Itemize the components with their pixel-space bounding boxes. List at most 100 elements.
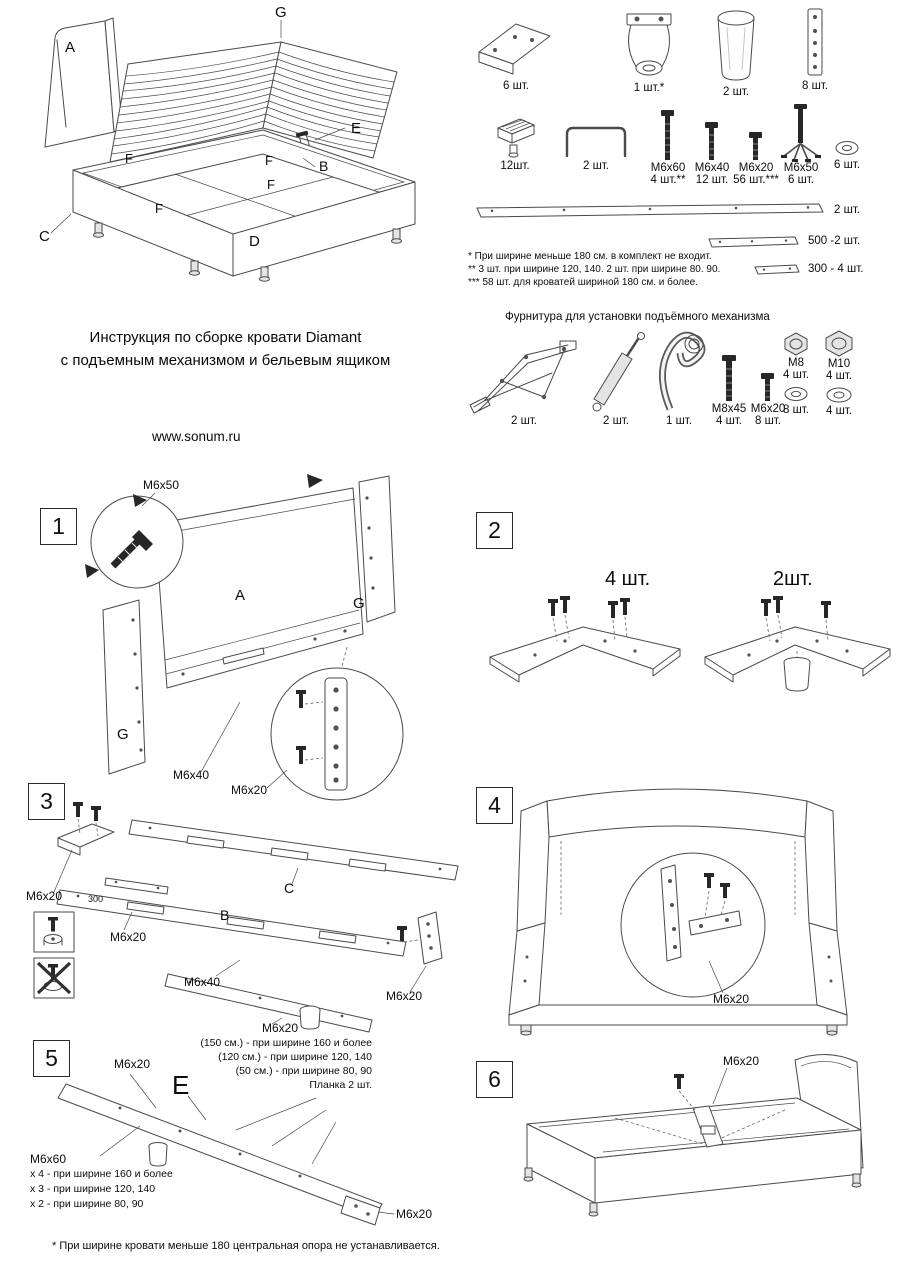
step1-m6x40-label: M6x40 [173,768,209,782]
step5-length-notes: (150 см.) - при ширине 160 и более (120 … [192,1036,372,1092]
part-bolt-m6x50: M6x50 6 шт. [778,104,824,186]
step3-b-label: B [220,907,229,923]
step3-m6x20-right-leader [409,965,427,993]
part-rail-500 [706,234,801,250]
hw-mechanism-qty: 2 шт. [510,415,537,427]
step4-m6x20-label: M6x20 [713,992,749,1006]
step5-drawing: M6x20 E M6x20 [57,1057,432,1226]
step3-m6x20-right-label: M6x20 [386,989,422,1003]
cylinder-leg-icon [717,10,755,81]
washer-m10-icon [826,387,852,403]
step6-bolts [674,1074,696,1111]
step1-m6x20-leader [266,769,288,789]
storage-box [72,129,416,277]
step3-300-label: 300 [88,894,103,904]
rail-500-icon [708,236,799,248]
parts-footnotes: * При ширине меньше 180 см. в комплект н… [468,250,778,289]
part-bolt-m6x40: M6x40 12 шт. [690,120,734,186]
part-rail-500-qty: 500 -2 шт. [808,235,861,247]
u-bracket-icon [565,126,627,158]
hw-strap-qty: 1 шт. [665,415,692,427]
nut-m10-icon [825,330,853,357]
hw-nut-m8-col: M8 4 шт. 8 шт. [778,331,814,416]
step6-legs [523,1167,862,1217]
step5-len-leader-2 [271,1109,327,1147]
step3-drawing: M6x20 300 M6x20 B C M6x40 M6x20 M6x20 [26,802,459,1035]
part-hinge-bracket: 1 шт.* [618,10,680,94]
step1-number: 1 [40,508,77,545]
step1-m6x50-leader [141,492,156,507]
hw-mechanism: 2 шт. [468,329,580,427]
step5-m6x20-top-leader [129,1073,157,1109]
step5-len-leader-1 [235,1097,317,1131]
page-title: Инструкция по сборке кровати Diamant с п… [28,326,423,372]
hw-nut-m10-col: M10 4 шт. 4 шт. [820,329,858,417]
step6-number: 6 [476,1061,513,1098]
part-bolt-m6x50-qty: 6 шт. [787,174,814,186]
step5-m6x20-top-label: M6x20 [114,1057,150,1071]
part-flat-plate: 8 шт. [798,6,832,92]
step5-m6x60-leader [99,1125,141,1157]
step2-number: 2 [476,512,513,549]
step5-note-120: (120 см.) - при ширине 120, 140 [218,1051,372,1063]
part-rail-300-qty: 300 - 4 шт. [808,263,864,275]
overview-label-e: E [351,120,361,137]
step2-drawing: 4 шт. 2шт. [489,568,891,692]
step1-magnifier-screw [90,494,184,589]
step3-300-piece [104,877,169,895]
hw-nut-m10-size: M10 [827,358,851,370]
part-flat-plate-qty: 8 шт. [801,80,828,92]
strap-icon [658,331,706,411]
bolt-m6x60-icon [661,110,674,160]
hw-gas-strut-qty: 2 шт. [602,415,629,427]
step5-note-plank: Планка 2 шт. [309,1079,372,1091]
hw-bolt-m6x20-size: M6x20 [750,403,786,415]
website-link[interactable]: www.sonum.ru [152,429,241,444]
b-leader [302,157,316,168]
hw-bolt-m6x20-qty: 8 шт. [754,415,781,427]
parts-panel: 6 шт. 1 шт.* 2 шт. [460,0,900,302]
part-bolt-m6x40-size: M6x40 [694,162,730,174]
hw-washer8-qty: 8 шт. [782,404,809,416]
parts-footnote-1: * При ширине меньше 180 см. в комплект н… [468,251,712,262]
washer-icon [835,141,859,155]
step3-rail-b [56,889,407,957]
step1-m6x40-leader [200,701,241,773]
step1-a-label: A [235,587,245,604]
step3-left-bracket [57,802,115,856]
step5-m6x60-note2: x 3 - при ширине 120, 140 [30,1183,156,1195]
step3-m6x20-left-leader [53,849,73,893]
overview-label-f1: F [125,151,133,166]
c-leader [50,213,72,234]
part-bolt-m6x60-size: M6x60 [650,162,686,174]
part-bolt-m6x60: M6x60 4 шт.** [646,108,690,186]
rail-long-icon [476,203,824,218]
step5-number: 5 [33,1040,70,1077]
step3-m6x20-bottom-label: M6x20 [262,1021,298,1035]
bed-legs [93,222,402,282]
step3-right-bracket [397,911,443,965]
part-u-bracket: 2 шт. [558,122,634,172]
step1-arrow-left [85,564,99,578]
part-rail-long-qty: 2 шт. [834,204,861,216]
step5-e-label: E [172,1070,189,1100]
step4-frame [508,922,848,1036]
overview-label-g: G [275,4,287,21]
step2-qty2-label: 2шт. [773,568,813,590]
step4-drawing: M6x20 [508,788,848,1036]
part-clip-qty: 12шт. [500,160,530,172]
step5-len-leader-3 [311,1121,337,1165]
clip-icon [497,118,535,158]
overview-label-f2: F [265,153,273,168]
step5-m6x60-note3: x 2 - при ширине 80, 90 [30,1198,144,1210]
bottom-footnote: * При ширине кровати меньше 180 централь… [52,1240,440,1252]
part-bolt-m6x20: M6x20 56 шт.*** [732,130,780,186]
step3-legend-allowed [33,911,75,953]
step5-e-leader [187,1095,207,1121]
part-bolt-m6x20-size: M6x20 [738,162,774,174]
step1-wing-left [102,599,146,775]
part-cylinder-leg: 2 шт. [712,8,760,98]
overview-label-a: A [65,39,75,56]
step5-m6x20-bottom-leader [377,1211,395,1215]
step1-magnifier-plate [270,646,404,801]
